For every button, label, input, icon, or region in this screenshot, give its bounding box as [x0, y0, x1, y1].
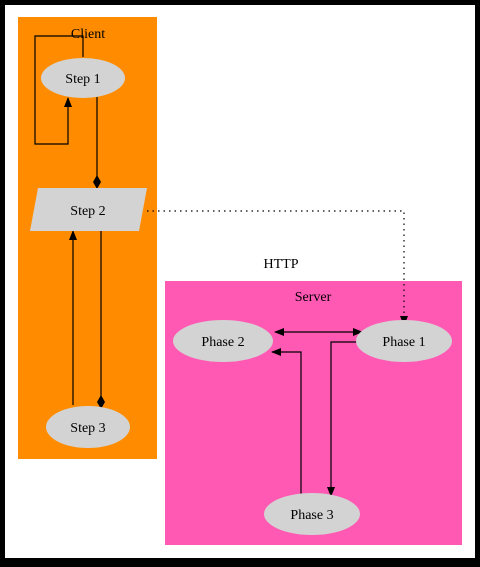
edge-phase3-to-phase2 [271, 348, 302, 495]
node-phase1-label: Phase 1 [382, 335, 425, 350]
node-step2[interactable]: Step 2 [30, 188, 147, 231]
node-phase3[interactable]: Phase 3 [264, 493, 360, 535]
diagram-canvas: Client Server HTTP Step 1 Step 2 Step 3 … [5, 5, 475, 558]
flow-diagram: Client Server HTTP Step 1 Step 2 Step 3 … [18, 17, 462, 545]
node-step3[interactable]: Step 3 [46, 406, 130, 448]
node-phase2[interactable]: Phase 2 [173, 320, 273, 362]
server-cluster-label: Server [295, 290, 332, 305]
node-step1-label: Step 1 [65, 72, 100, 87]
node-step2-label: Step 2 [70, 204, 105, 219]
node-phase2-label: Phase 2 [201, 335, 244, 350]
edge-step1-self-loop [34, 35, 84, 145]
client-cluster-label: Client [71, 27, 105, 42]
node-step1[interactable]: Step 1 [41, 58, 125, 98]
node-phase3-label: Phase 3 [290, 508, 333, 523]
edge-http-label: HTTP [264, 257, 299, 272]
node-step3-label: Step 3 [70, 421, 105, 436]
node-phase1[interactable]: Phase 1 [356, 320, 452, 362]
edge-phase1-to-phase3 [327, 341, 360, 497]
